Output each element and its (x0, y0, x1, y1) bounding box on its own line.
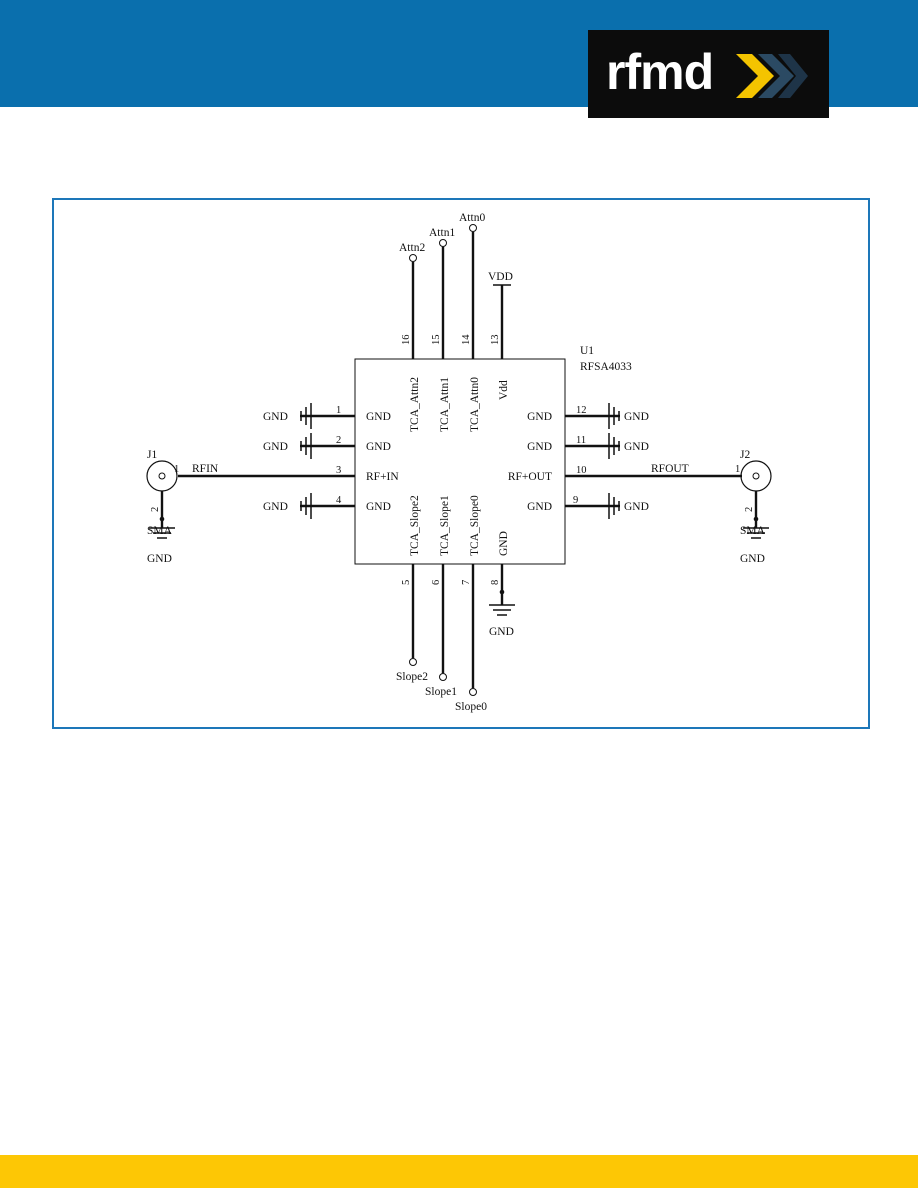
net-slope0: Slope0 (455, 701, 487, 713)
net-gnd-left-2: GND (263, 441, 288, 453)
net-attn0: Attn0 (459, 212, 485, 224)
footer-band (0, 1155, 918, 1188)
inner-bottom-slope1: TCA_Slope1 (439, 495, 451, 556)
slope1-port (439, 673, 447, 681)
pin-num-4: 4 (336, 495, 342, 506)
rfmd-logo: rfmd (588, 30, 829, 118)
inner-left-2: GND (366, 441, 391, 453)
net-gnd-right-11: GND (624, 441, 649, 453)
inner-top-attn2: TCA_Attn2 (409, 377, 421, 432)
net-attn2: Attn2 (399, 242, 425, 254)
pin-num-8: 8 (490, 580, 501, 585)
pin-num-13: 13 (490, 335, 501, 346)
j1-connector-icon (146, 460, 178, 492)
inner-bottom-gnd: GND (498, 531, 510, 556)
chevron-logo-icon (736, 54, 808, 98)
pin-num-7: 7 (461, 580, 472, 585)
pin-num-10: 10 (576, 465, 587, 476)
pin-num-11: 11 (576, 435, 586, 446)
net-gnd-pin8: GND (489, 626, 514, 638)
net-rfout: RFOUT (651, 463, 689, 475)
j2-connector-icon (740, 460, 772, 492)
pin-num-5: 5 (401, 580, 412, 585)
inner-top-attn1: TCA_Attn1 (439, 377, 451, 432)
net-gnd-left-1: GND (263, 411, 288, 423)
net-rfin: RFIN (192, 463, 219, 475)
part-value: RFSA4033 (580, 361, 632, 373)
net-gnd-right-12: GND (624, 411, 649, 423)
schematic-diagram: U1 RFSA4033 Attn2 Attn1 Attn0 VDD Slope2… (146, 212, 772, 713)
logo-text: rfmd (606, 44, 714, 100)
chip-body (354, 358, 566, 565)
attn2-port (409, 254, 417, 262)
inner-left-3: RF+IN (366, 471, 399, 483)
j2-type: SMA (740, 525, 766, 537)
j1-pin2: 2 (150, 507, 161, 512)
net-slope1: Slope1 (425, 686, 457, 698)
net-attn1: Attn1 (429, 227, 455, 239)
net-vdd: VDD (488, 271, 513, 283)
part-ref: U1 (580, 345, 594, 357)
pin-num-9: 9 (573, 495, 578, 506)
inner-right-12: GND (527, 411, 552, 423)
pin-num-14: 14 (461, 334, 472, 345)
inner-right-10: RF+OUT (508, 471, 552, 483)
j2-ref: J2 (740, 449, 750, 461)
inner-top-attn0: TCA_Attn0 (469, 377, 481, 432)
slope2-port (409, 658, 417, 666)
inner-left-1: GND (366, 411, 391, 423)
j1-type: SMA (147, 525, 173, 537)
pin-num-2: 2 (336, 435, 341, 446)
inner-bottom-slope0: TCA_Slope0 (469, 495, 481, 556)
inner-top-vdd: Vdd (498, 380, 510, 400)
j2-gnd: GND (740, 553, 765, 565)
pin-num-16: 16 (401, 335, 412, 346)
inner-right-11: GND (527, 441, 552, 453)
attn0-port (469, 224, 477, 232)
slope0-port (469, 688, 477, 696)
inner-bottom-slope2: TCA_Slope2 (409, 495, 421, 556)
pin-num-1: 1 (336, 405, 341, 416)
net-gnd-right-9: GND (624, 501, 649, 513)
inner-right-9: GND (527, 501, 552, 513)
net-slope2: Slope2 (396, 671, 428, 683)
j2-pin2: 2 (744, 507, 755, 512)
j1-pin1: 1 (174, 464, 179, 475)
j1-gnd: GND (147, 553, 172, 565)
net-gnd-left-4: GND (263, 501, 288, 513)
schematic-frame: U1 RFSA4033 Attn2 Attn1 Attn0 VDD Slope2… (52, 198, 870, 729)
pin-num-6: 6 (431, 580, 442, 585)
j1-ref: J1 (147, 449, 157, 461)
pin-num-12: 12 (576, 405, 587, 416)
j2-pin1: 1 (735, 464, 740, 475)
attn1-port (439, 239, 447, 247)
inner-left-4: GND (366, 501, 391, 513)
pin-num-15: 15 (431, 335, 442, 346)
pin-num-3: 3 (336, 465, 341, 476)
